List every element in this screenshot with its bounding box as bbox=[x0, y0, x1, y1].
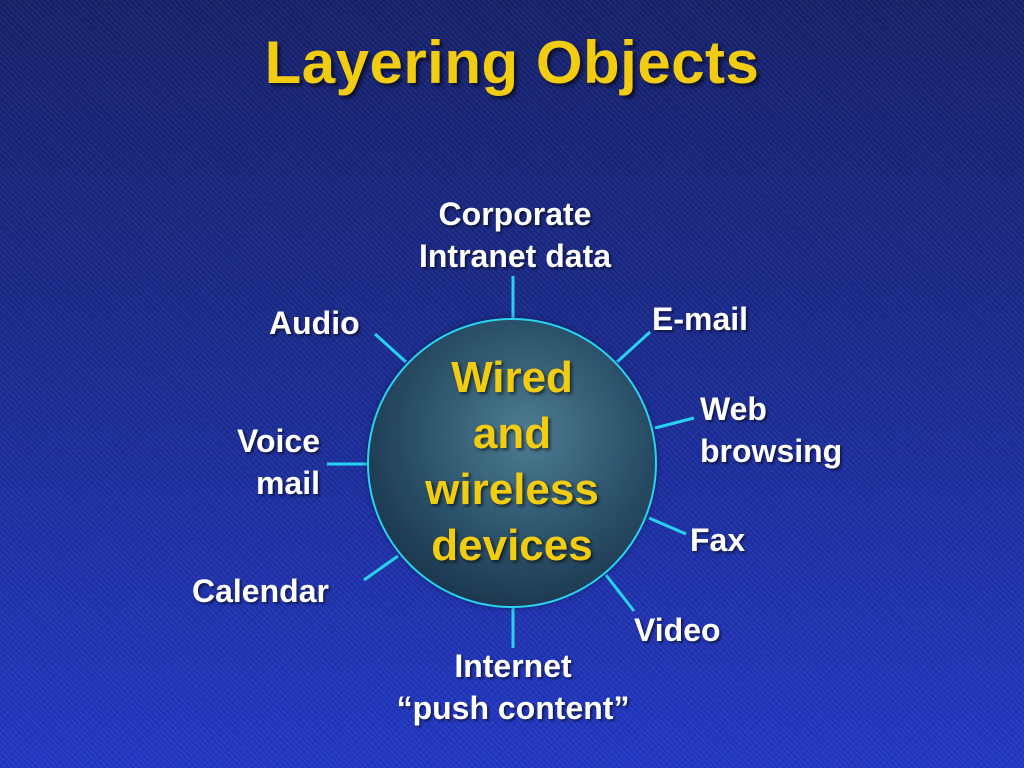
label-internet-line-1: Internet bbox=[454, 648, 572, 684]
spoke-fax bbox=[648, 516, 687, 536]
label-corporate-intranet: Corporate Intranet data bbox=[380, 193, 650, 277]
label-email: E-mail bbox=[652, 301, 749, 337]
center-line-4: devices bbox=[431, 521, 593, 570]
label-internet-line-2: “push content” bbox=[396, 690, 630, 726]
label-internet-push: Internet “push content” bbox=[340, 645, 686, 729]
label-fax: Fax bbox=[690, 522, 746, 558]
label-corporate-line-2: Intranet data bbox=[418, 238, 612, 274]
label-voice-line-1: Voice bbox=[237, 423, 320, 459]
center-circle bbox=[367, 318, 657, 608]
label-web-line-2: browsing bbox=[700, 433, 843, 469]
center-line-3: wireless bbox=[425, 465, 599, 514]
label-voice-line-2: mail bbox=[255, 465, 320, 501]
label-voice-mail: Voice mail bbox=[200, 420, 320, 504]
slide-title: Layering Objects bbox=[264, 29, 760, 96]
spoke-web bbox=[654, 416, 695, 430]
spoke-audio bbox=[373, 332, 408, 364]
label-corporate-line-1: Corporate bbox=[438, 196, 592, 232]
spoke-email bbox=[615, 330, 652, 364]
label-web-line-1: Web bbox=[700, 391, 767, 427]
center-line-1: Wired bbox=[451, 353, 573, 402]
label-audio: Audio bbox=[269, 305, 360, 341]
center-label: Wired and wireless devices bbox=[367, 350, 657, 574]
label-video: Video bbox=[634, 612, 721, 648]
label-web-browsing: Web browsing bbox=[700, 388, 842, 472]
center-line-2: and bbox=[472, 409, 552, 458]
spoke-video bbox=[604, 574, 636, 612]
spoke-calendar bbox=[363, 554, 399, 582]
label-calendar: Calendar bbox=[192, 573, 329, 609]
